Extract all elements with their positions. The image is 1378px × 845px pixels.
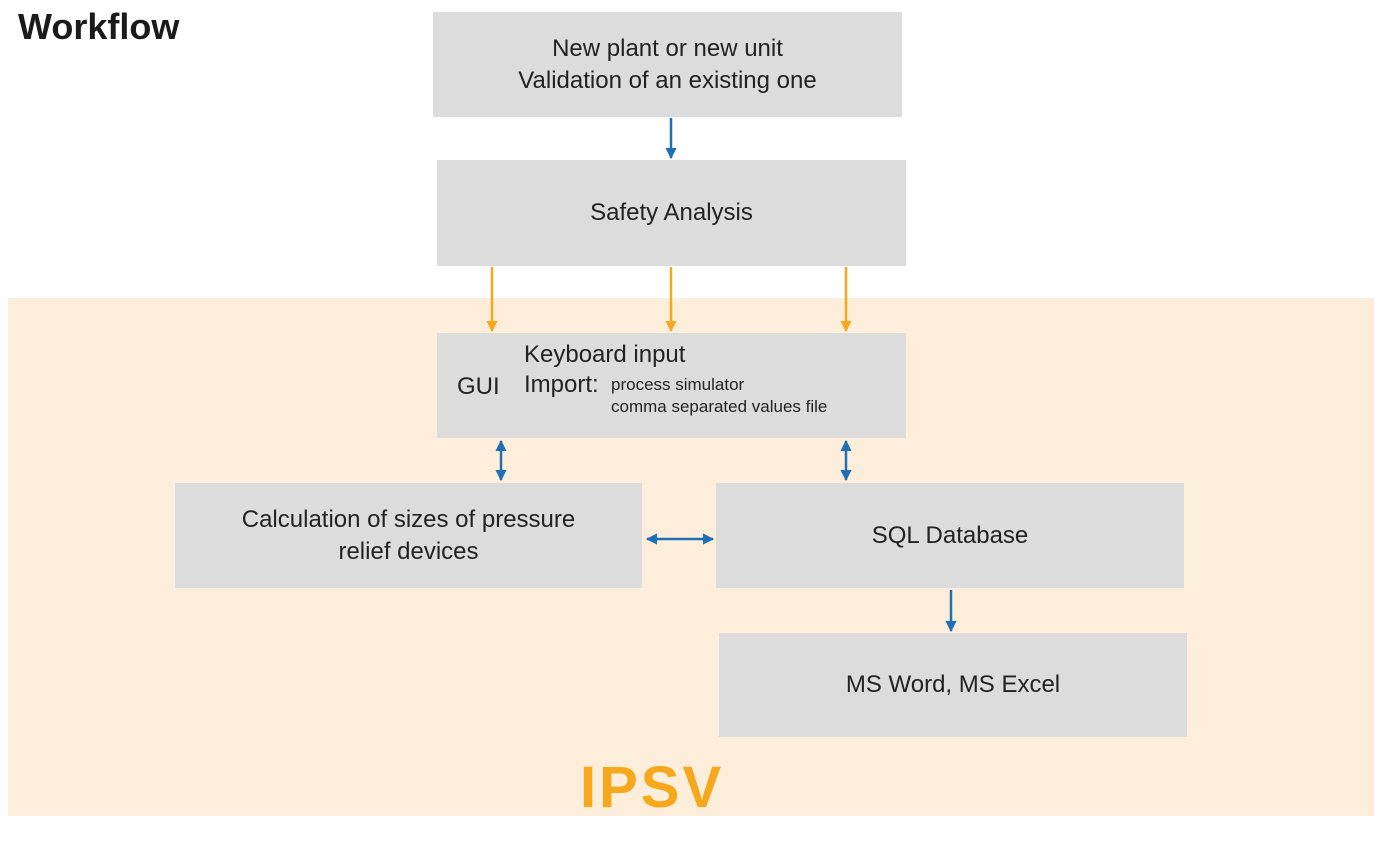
calculation-line1: Calculation of sizes of pressure <box>241 505 576 533</box>
gui-label: GUI <box>457 373 500 400</box>
import-item-process-simulator: process simulator <box>611 375 745 394</box>
safety-analysis-node: Safety Analysis <box>437 160 906 266</box>
office-node: MS Word, MS Excel <box>719 633 1187 737</box>
calculation-line2: relief devices <box>338 537 479 565</box>
office-label: MS Word, MS Excel <box>845 671 1061 698</box>
gui-node: GUI Keyboard input Import: process simul… <box>437 333 906 438</box>
keyboard-input-label: Keyboard input <box>524 341 686 368</box>
import-label: Import: <box>524 371 599 398</box>
sql-database-label: SQL Database <box>871 521 1029 549</box>
sql-database-node: SQL Database <box>716 483 1184 588</box>
import-item-csv: comma separated values file <box>611 397 828 416</box>
start-node-line2: Validation of an existing one <box>518 66 817 94</box>
page-title: Workflow <box>18 6 180 47</box>
calculation-node: Calculation of sizes of pressure relief … <box>175 483 642 588</box>
ipsv-logo: IPSV <box>580 755 725 820</box>
start-node-line1: New plant or new unit <box>552 34 783 62</box>
start-node: New plant or new unit Validation of an e… <box>433 12 902 117</box>
safety-analysis-label: Safety Analysis <box>590 199 753 226</box>
